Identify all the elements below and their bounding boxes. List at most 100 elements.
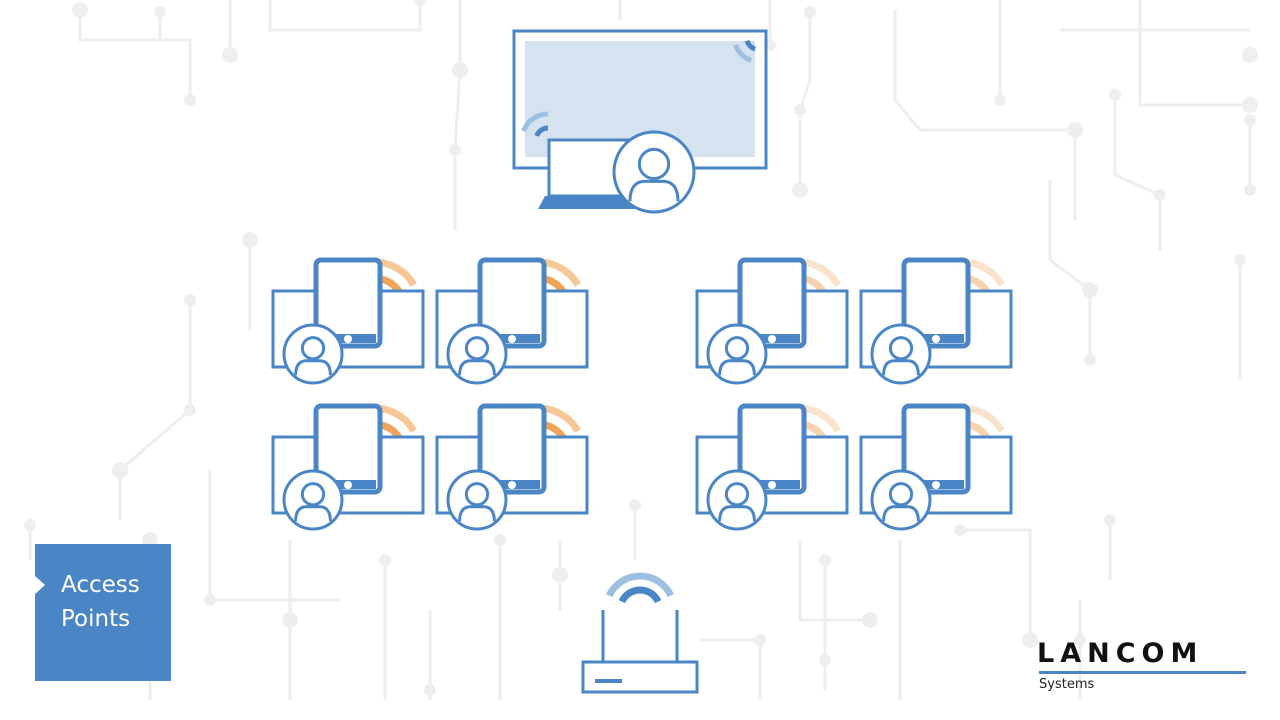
student-device-icon [435, 257, 589, 385]
pointer-arrow-icon [35, 576, 45, 594]
circuit-node [792, 182, 808, 198]
circuit-node [1082, 282, 1098, 298]
circuit-node [242, 232, 258, 248]
student-device-icon [695, 257, 849, 385]
access-point-icon [581, 572, 699, 694]
logo-underline [1039, 671, 1246, 674]
wifi-signal-icon [606, 572, 674, 598]
circuit-node [449, 144, 461, 156]
circuit-node [1154, 189, 1166, 201]
tablet-icon [313, 403, 383, 495]
circuit-node [1109, 89, 1121, 101]
tablet-icon [477, 403, 547, 495]
circuit-node [954, 524, 966, 536]
logo-wordmark: LANCOM [1037, 638, 1204, 669]
section-label-box: Access Points [35, 544, 171, 681]
circuit-node [424, 684, 436, 696]
circuit-node [414, 0, 426, 6]
student-device-icon [435, 403, 589, 531]
circuit-node [1244, 114, 1256, 126]
circuit-node [794, 104, 806, 116]
circuit-node [1067, 122, 1083, 138]
tablet-icon [477, 257, 547, 349]
wifi-signal-icon [744, 39, 757, 52]
circuit-trace [268, 0, 422, 32]
tablet-icon [737, 257, 807, 349]
circuit-node [804, 6, 816, 18]
presenter-station-icon [512, 29, 768, 214]
section-label-line1: Access [61, 572, 140, 598]
user-avatar-icon [612, 130, 696, 214]
laptop-base [538, 196, 645, 209]
circuit-trace [118, 300, 192, 520]
user-avatar-icon [870, 323, 932, 385]
lancom-logo: LANCOM Systems [1037, 639, 1247, 699]
circuit-trace [1138, 0, 1250, 107]
circuit-node [452, 62, 468, 78]
circuit-node [1242, 47, 1258, 63]
student-device-icon [271, 257, 425, 385]
circuit-trace [700, 638, 762, 700]
tablet-home-button [768, 335, 776, 343]
circuit-node [379, 554, 391, 566]
circuit-trace [798, 540, 870, 622]
circuit-trace [453, 0, 462, 230]
wifi-signal-icon [618, 586, 662, 604]
student-device-icon [695, 403, 849, 531]
circuit-node [552, 567, 568, 583]
tablet-home-button [768, 481, 776, 489]
tablet-icon [901, 403, 971, 495]
tablet-home-button [932, 335, 940, 343]
wifi-signal-icon [534, 125, 549, 137]
circuit-node [222, 47, 238, 63]
circuit-node [204, 594, 216, 606]
circuit-trace [960, 528, 1032, 640]
wifi-signal-icon [521, 111, 549, 133]
circuit-node [1022, 632, 1038, 648]
circuit-node [819, 654, 831, 666]
tablet-home-button [508, 481, 516, 489]
circuit-node [184, 404, 196, 416]
circuit-trace [1048, 180, 1092, 360]
circuit-trace [798, 10, 812, 190]
user-avatar-icon [706, 469, 768, 531]
user-avatar-icon [282, 469, 344, 531]
circuit-node [862, 612, 878, 628]
router-body [581, 660, 699, 694]
wifi-signal-icon [733, 43, 753, 63]
circuit-trace [1113, 95, 1162, 250]
circuit-node [494, 534, 506, 546]
section-label-line2: Points [61, 606, 131, 632]
circuit-node [629, 499, 641, 511]
circuit-node [184, 94, 196, 106]
student-device-icon [859, 257, 1013, 385]
student-device-icon [271, 403, 425, 531]
tablet-icon [737, 403, 807, 495]
tablet-icon [313, 257, 383, 349]
tablet-home-button [344, 335, 352, 343]
user-avatar-icon [446, 323, 508, 385]
circuit-trace [893, 10, 1077, 220]
circuit-node [819, 554, 831, 566]
circuit-node [754, 634, 766, 646]
user-avatar-icon [446, 469, 508, 531]
circuit-node [154, 6, 166, 18]
student-devices [271, 257, 1013, 531]
circuit-node [1074, 634, 1086, 646]
user-avatar-icon [282, 323, 344, 385]
circuit-node [1104, 514, 1116, 526]
circuit-node [112, 462, 128, 478]
circuit-node [282, 612, 298, 628]
circuit-node [72, 2, 88, 18]
section-label-text: Access Points [61, 568, 140, 636]
student-device-icon [859, 403, 1013, 531]
circuit-node [24, 519, 36, 531]
tablet-home-button [932, 481, 940, 489]
circuit-node [1084, 354, 1096, 366]
tablet-home-button [508, 335, 516, 343]
circuit-trace [78, 10, 192, 100]
circuit-background [24, 0, 1258, 700]
circuit-node [994, 94, 1006, 106]
